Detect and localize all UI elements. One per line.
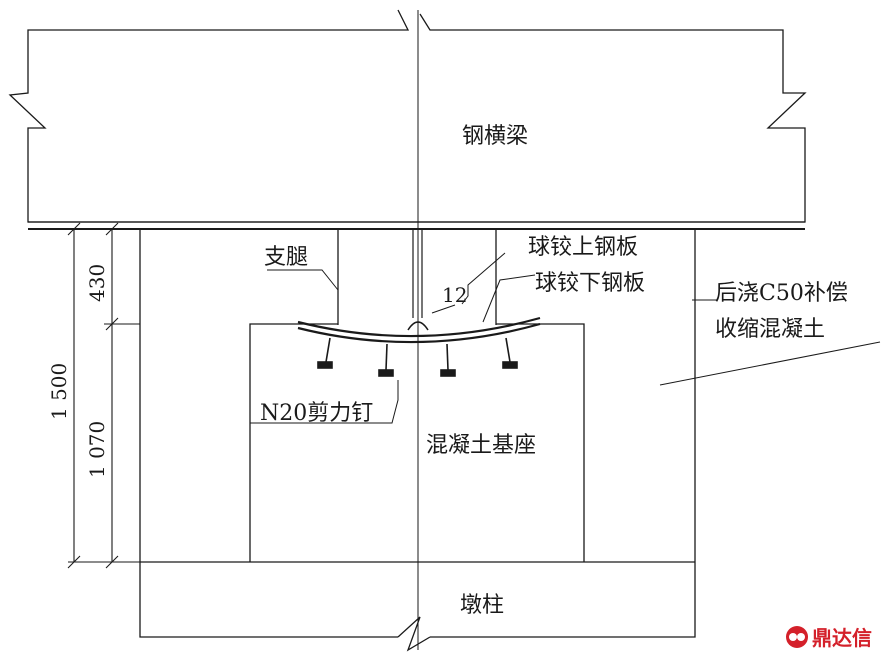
- concrete-base-label: 混凝土基座: [426, 433, 536, 458]
- backfill-label-2: 收缩混凝土: [715, 317, 825, 342]
- dimension-total: 1 500: [47, 363, 71, 420]
- labels: 钢横梁 支腿 球铰上钢板 球铰下钢板 12 后浇C50补偿 收缩混凝土 N20剪…: [47, 124, 848, 618]
- shear-stud-label: N20剪力钉: [260, 401, 373, 426]
- lower-plate-label: 球铰下钢板: [535, 271, 645, 296]
- leader-lines: [250, 252, 881, 424]
- support-leg-label: 支腿: [264, 245, 308, 270]
- watermark: 鼎达信: [786, 626, 872, 650]
- upper-hinge-plate: [297, 316, 541, 338]
- pier-label: 墩柱: [460, 593, 504, 618]
- steel-beam-outline: [8, 9, 807, 223]
- shear-studs: [317, 337, 518, 377]
- steel-beam-label: 钢横梁: [462, 124, 528, 149]
- gap-label: 12: [442, 283, 467, 307]
- upper-plate-label: 球铰上钢板: [528, 235, 638, 260]
- dimension-upper: 430: [85, 264, 109, 302]
- watermark-logo-icon: [786, 626, 808, 648]
- dimension-lower: 1 070: [85, 421, 109, 478]
- watermark-text: 鼎达信: [812, 626, 872, 650]
- hinge-pin: [407, 321, 429, 331]
- backfill-label-1: 后浇C50补偿: [715, 281, 848, 306]
- backfill-block-outline: [139, 229, 696, 638]
- dimension-lines: [67, 222, 140, 569]
- lower-hinge-plate: [297, 322, 541, 344]
- bottom-break-line: [397, 616, 431, 652]
